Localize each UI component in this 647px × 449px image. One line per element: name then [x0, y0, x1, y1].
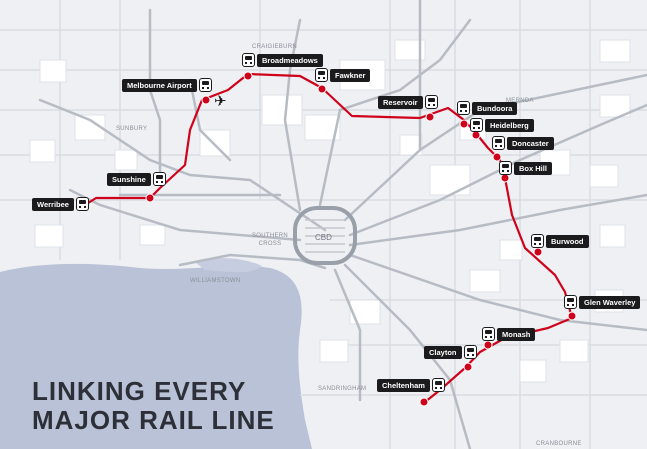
station-label: Melbourne Airport [122, 78, 197, 92]
train-icon [424, 95, 438, 109]
suburban-rail-loop [81, 72, 574, 403]
station-glen-waverley[interactable]: Glen Waverley [562, 295, 641, 309]
station-label: Cheltenham [377, 378, 430, 392]
train-icon [75, 197, 89, 211]
bay-water [0, 263, 312, 449]
train-icon [457, 101, 470, 115]
station-burwood[interactable]: Burwood [529, 234, 589, 248]
station-label: Monash [497, 327, 536, 341]
station-label: Broadmeadows [257, 53, 323, 67]
station-sunshine[interactable]: Sunshine [107, 172, 168, 186]
station-label: Clayton [424, 345, 462, 359]
train-icon [531, 234, 544, 248]
station-monash[interactable]: Monash [480, 327, 536, 341]
suburb-label-williamstown: WILLIAMSTOWN [190, 278, 241, 284]
station-label: Werribee [32, 197, 74, 211]
headline: LINKING EVERY MAJOR RAIL LINE [32, 377, 275, 435]
headline-line-2: MAJOR RAIL LINE [32, 405, 275, 435]
station-label: Burwood [546, 234, 589, 248]
station-heidelberg[interactable]: Heidelberg [468, 118, 534, 132]
station-label: Bundoora [472, 101, 518, 115]
station-cheltenham[interactable]: Cheltenham [377, 378, 447, 392]
train-icon [242, 53, 255, 67]
station-bundoora[interactable]: Bundoora [455, 101, 518, 115]
station-fawkner[interactable]: Fawkner [313, 68, 371, 82]
station-label: Reservoir [378, 95, 423, 109]
station-werribee[interactable]: Werribee [32, 197, 91, 211]
suburb-label-cranbourne: CRANBOURNE [536, 441, 582, 447]
train-icon [431, 378, 445, 392]
station-box-hill[interactable]: Box Hill [497, 161, 552, 175]
train-icon [198, 78, 212, 92]
suburb-label-craigieburn: CRAIGIEBURN [252, 44, 297, 50]
suburb-label-sunbury: SUNBURY [116, 126, 148, 132]
train-icon [492, 136, 505, 150]
train-icon [152, 172, 166, 186]
train-icon [315, 68, 328, 82]
headline-line-1: LINKING EVERY [32, 376, 247, 406]
station-melbourne-airport[interactable]: Melbourne Airport [122, 78, 214, 92]
station-label: Box Hill [514, 161, 552, 175]
train-icon [470, 118, 483, 132]
airplane-icon: ✈ [214, 93, 227, 110]
station-label: Sunshine [107, 172, 151, 186]
train-icon [499, 161, 512, 175]
train-icon [564, 295, 577, 309]
station-broadmeadows[interactable]: Broadmeadows [240, 53, 323, 67]
suburb-label-sandringham: SANDRINGHAM [318, 386, 367, 392]
cbd-loop [293, 206, 357, 265]
station-label: Heidelberg [485, 118, 534, 132]
station-doncaster[interactable]: Doncaster [490, 136, 554, 150]
train-icon [463, 345, 477, 359]
station-reservoir[interactable]: Reservoir [378, 95, 440, 109]
station-label: Doncaster [507, 136, 554, 150]
train-icon [482, 327, 495, 341]
station-label: Fawkner [330, 68, 371, 82]
station-clayton[interactable]: Clayton [424, 345, 479, 359]
station-label: Glen Waverley [579, 295, 641, 309]
suburb-label-mernda: MERNDA [506, 98, 534, 104]
cbd-label: CBD [315, 233, 332, 242]
suburb-label-southern-cross: SOUTHERN CROSS [251, 233, 289, 247]
